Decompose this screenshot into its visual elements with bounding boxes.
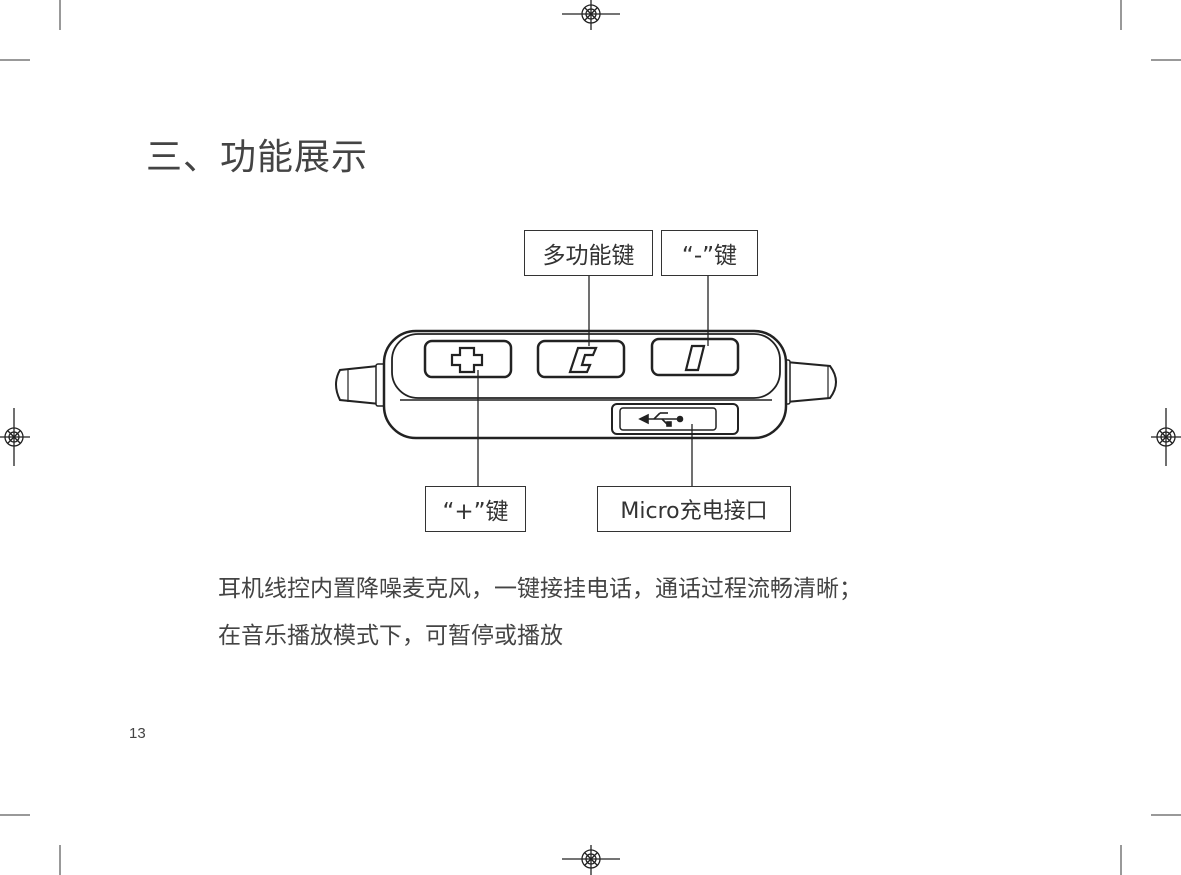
registration-mark-left: [0, 408, 30, 466]
minus-icon: [684, 344, 706, 372]
page-number: 13: [129, 725, 146, 742]
description-line-1: 耳机线控内置降噪麦克风，一键接挂电话，通话过程流畅清晰；: [218, 576, 862, 602]
registration-mark-bottom: [562, 845, 620, 875]
callout-multi-function: 多功能键: [524, 230, 653, 276]
callout-plus-key: “+”键: [425, 486, 526, 532]
callout-minus-key: “-”键: [661, 230, 758, 276]
right-cable-connector: [785, 360, 837, 404]
left-cable-connector: [335, 364, 382, 406]
plus-icon: [450, 346, 484, 374]
registration-mark-top: [562, 0, 620, 30]
registration-mark-right: [1151, 408, 1181, 466]
usb-icon: [638, 412, 684, 427]
c-icon: [568, 346, 598, 374]
description-line-2: 在音乐播放模式下，可暂停或播放: [218, 623, 563, 649]
page-title: 三、功能展示: [146, 137, 369, 178]
callout-micro-port: Micro充电接口: [597, 486, 791, 532]
